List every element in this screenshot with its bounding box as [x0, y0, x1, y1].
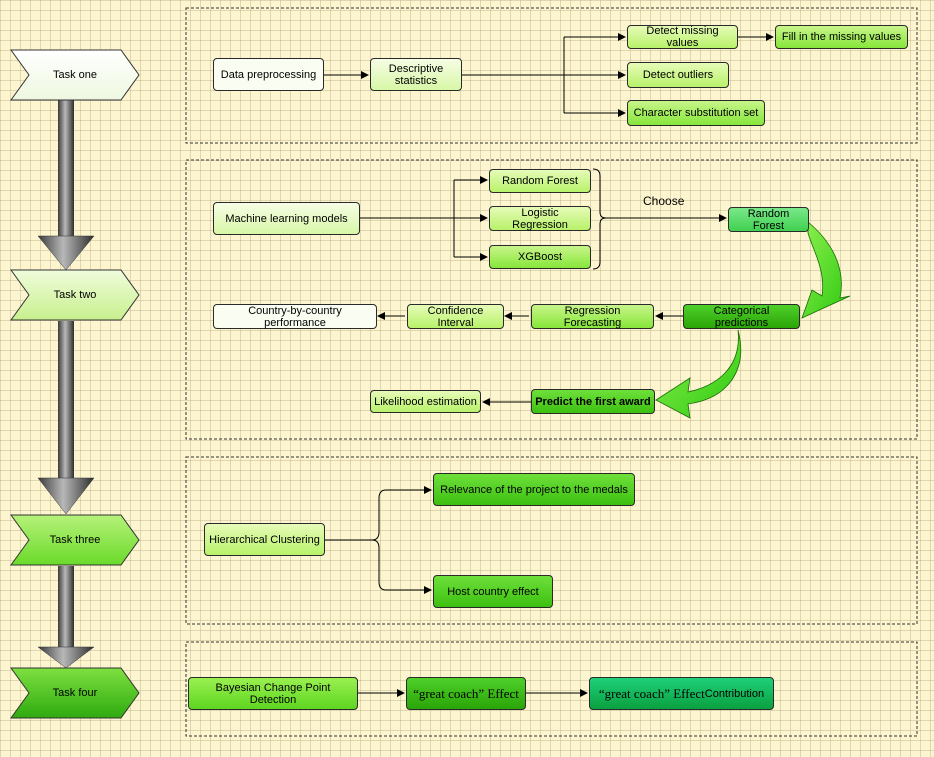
down-arrow-icon	[37, 100, 95, 271]
task-label: Task two	[53, 289, 97, 301]
task-label: Task one	[52, 69, 98, 81]
task-label: Task three	[49, 534, 101, 546]
descriptive-statistics-node: Descriptive statistics	[370, 58, 462, 91]
detect-missing-values-node: Detect missing values	[627, 25, 738, 49]
down-arrow-icon	[37, 566, 95, 669]
logistic-regression-node: Logistic Regression	[489, 206, 591, 231]
down-arrow-icon	[37, 321, 95, 515]
hierarchical-clustering-node: Hierarchical Clustering	[204, 523, 325, 556]
contribution-main-text: “great coach” Effect	[598, 685, 705, 701]
great-coach-contribution-node: “great coach” Effect Contribution	[589, 677, 774, 710]
task-four-chevron: Task four	[10, 667, 140, 719]
xgboost-node: XGBoost	[489, 245, 591, 269]
categorical-predictions-node: Categorical predictions	[683, 304, 800, 329]
section-frame-2	[185, 159, 918, 440]
detect-outliers-node: Detect outliers	[627, 62, 729, 88]
machine-learning-models-node: Machine learning models	[213, 202, 360, 235]
bayesian-change-point-node: Bayesian Change Point Detection	[188, 677, 358, 710]
section-frame-4	[185, 641, 918, 737]
curved-arrow-icon	[655, 329, 742, 419]
task-three-chevron: Task three	[10, 514, 140, 566]
task-one-chevron: Task one	[10, 49, 140, 101]
character-substitution-node: Character substitution set	[627, 100, 765, 126]
random-forest-node: Random Forest	[489, 169, 591, 193]
random-forest-chosen-node: Random Forest	[728, 207, 809, 232]
great-coach-effect-node: “great coach” Effect	[406, 677, 526, 710]
predict-first-award-node: Predict the first award	[531, 389, 655, 414]
data-preprocessing-node: Data preprocessing	[213, 58, 324, 91]
brace	[592, 168, 607, 270]
confidence-interval-node: Confidence Interval	[407, 304, 504, 329]
task-label: Task four	[52, 687, 98, 699]
regression-forecasting-node: Regression Forecasting	[531, 304, 654, 329]
likelihood-estimation-node: Likelihood estimation	[370, 390, 481, 413]
brace	[371, 486, 432, 541]
fill-missing-values-node: Fill in the missing values	[775, 25, 908, 49]
section-frame-3	[185, 456, 918, 625]
task-two-chevron: Task two	[10, 269, 140, 321]
relevance-node: Relevance of the project to the medals	[433, 473, 635, 506]
host-country-effect-node: Host country effect	[433, 575, 553, 608]
choose-label: Choose	[643, 194, 685, 208]
country-performance-node: Country-by-country performance	[213, 304, 377, 329]
curved-arrow-icon	[801, 221, 851, 319]
contribution-suffix-text: Contribution	[704, 687, 765, 700]
section-frame-1	[185, 7, 918, 144]
